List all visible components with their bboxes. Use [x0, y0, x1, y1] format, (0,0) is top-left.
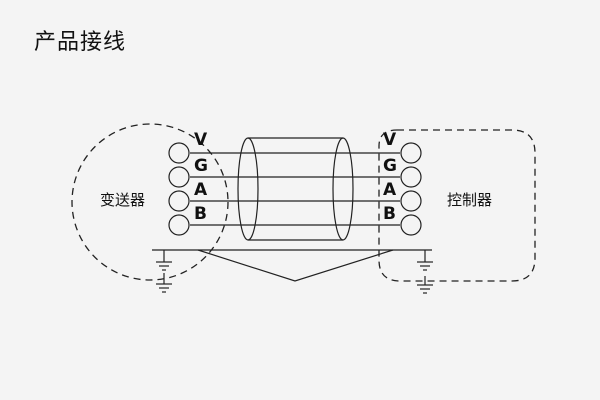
- ground-icon: [417, 250, 433, 271]
- ground-icon: [156, 273, 172, 293]
- controller-label: 控制器: [447, 191, 492, 209]
- controller-terminal-b: [400, 214, 422, 236]
- transmitter-pin-a: A: [194, 180, 208, 200]
- controller-terminal-g: [400, 166, 422, 188]
- ground-icon: [417, 276, 433, 294]
- transmitter-terminal-a: [168, 190, 190, 212]
- controller-boundary: [378, 129, 536, 282]
- transmitter-terminal-g: [168, 166, 190, 188]
- ground-icon: [156, 250, 172, 271]
- controller-pin-v: V: [383, 130, 397, 150]
- transmitter-terminal-b: [168, 214, 190, 236]
- transmitter-pin-g: G: [194, 156, 208, 176]
- transmitter-label: 变送器: [100, 191, 145, 209]
- controller-pin-a: A: [383, 180, 397, 200]
- controller-pin-g: G: [383, 156, 397, 176]
- controller-terminal-a: [400, 190, 422, 212]
- transmitter-terminal-v: [168, 142, 190, 164]
- controller-pin-b: B: [383, 204, 396, 224]
- transmitter-pin-b: B: [194, 204, 207, 224]
- transmitter-pin-v: V: [194, 130, 208, 150]
- controller-terminal-v: [400, 142, 422, 164]
- transmitter-boundary: [71, 123, 229, 281]
- page-title: 产品接线: [34, 30, 127, 55]
- shield-drain-wire: [197, 249, 394, 282]
